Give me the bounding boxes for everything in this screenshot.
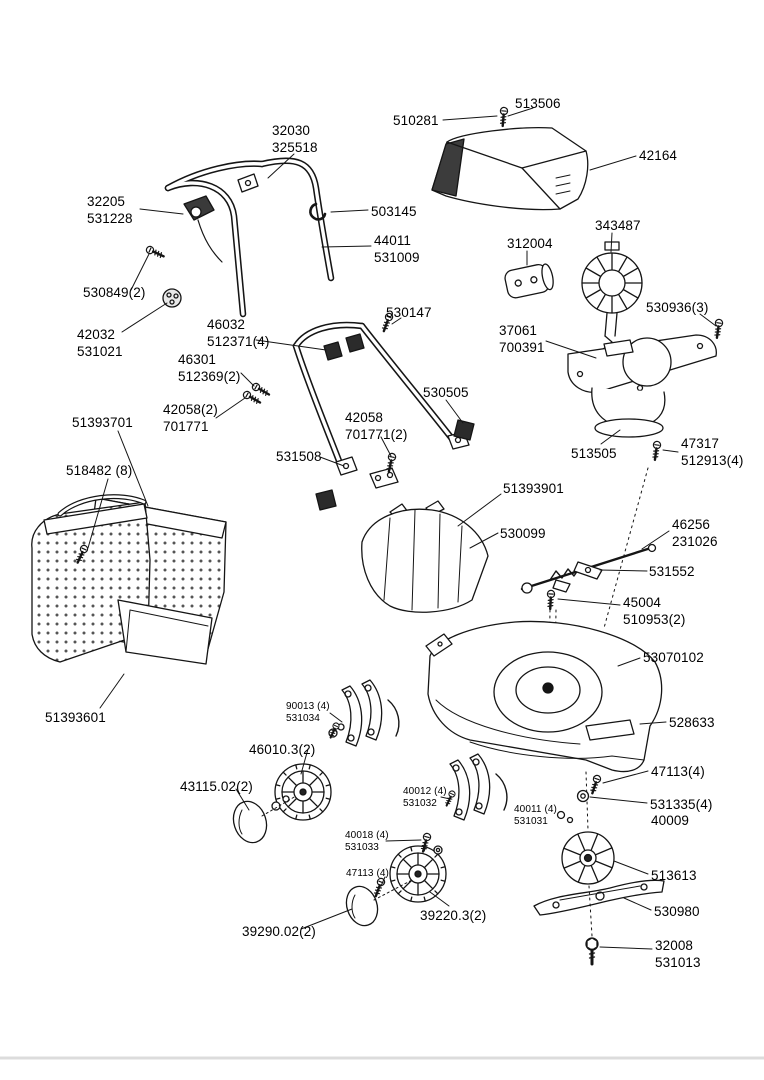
dashed-guide-1 (603, 467, 649, 629)
grass-catcher-shape (31, 494, 227, 665)
leader-lines (87, 107, 717, 950)
control-rod-shape (520, 543, 657, 594)
screw-530936 (712, 317, 725, 340)
screw-530849 (144, 244, 167, 261)
handle-bracket-shape (183, 173, 259, 263)
adjuster-levers-b-shape (449, 753, 508, 821)
screw-45004 (545, 589, 556, 611)
rear-flap-shape (361, 500, 489, 613)
adjuster-levers-a-shape (341, 679, 400, 747)
upper-handle-shape (164, 157, 335, 318)
screw-46301 (249, 380, 272, 399)
dashed-guide-5 (373, 879, 413, 901)
lower-handle-shape (292, 321, 475, 511)
mower-deck-shape (425, 620, 663, 773)
engine-cover-shape (431, 127, 589, 211)
screw-47113-top (587, 773, 603, 796)
muffler-shape (504, 263, 554, 299)
hubcap-front-shape (232, 795, 290, 844)
knob-shape (162, 288, 182, 308)
screw-47317 (650, 439, 663, 462)
wheel-rear-shape (389, 845, 447, 903)
screw-510281 (497, 105, 510, 128)
dashed-guide-4 (261, 795, 297, 817)
blade-shape (533, 879, 665, 916)
washers-shape (328, 723, 590, 855)
mounting-plate-shape (567, 334, 717, 393)
impeller-shape (561, 831, 615, 885)
blade-bolt-shape (585, 937, 599, 966)
wheel-front-shape (274, 763, 332, 821)
screws-group (73, 105, 725, 899)
dashed-guide-7 (588, 885, 593, 937)
screw-530147 (379, 311, 395, 334)
dashed-guide-6 (585, 771, 589, 831)
engine-shape (581, 241, 643, 375)
hubcap-rear-shape (345, 885, 379, 927)
cable-hook-shape (309, 202, 327, 221)
blower-housing-shape (591, 387, 666, 438)
